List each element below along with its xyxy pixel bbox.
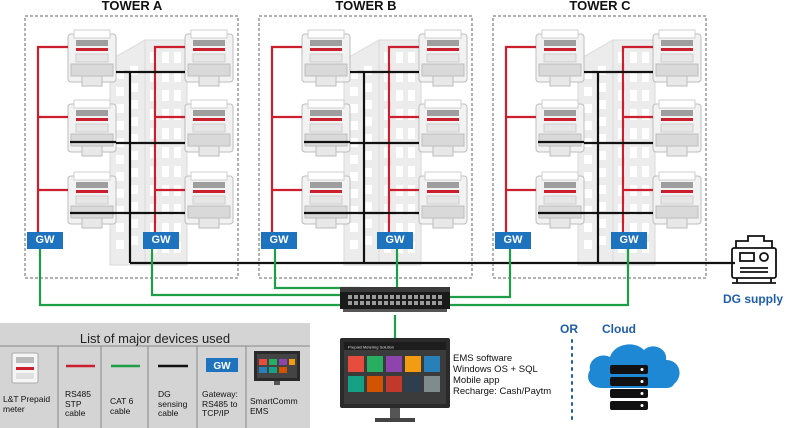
ems-line-4: Recharge: Cash/Paytm bbox=[453, 386, 552, 397]
dg-sensing-cable bbox=[70, 70, 735, 265]
legend-label-dg: DG sensing cable bbox=[158, 389, 188, 418]
ems-screen-title: Prepaid Metering Solution bbox=[348, 345, 394, 350]
legend-label-ems: SmartComm EMS bbox=[250, 396, 298, 416]
prepaid-meter bbox=[67, 99, 117, 157]
prepaid-meter bbox=[301, 171, 351, 229]
prepaid-meter bbox=[301, 29, 351, 87]
legend-gateway-swatch bbox=[206, 358, 238, 372]
cloud-server-icon bbox=[588, 344, 680, 410]
prepaid-meter bbox=[418, 171, 468, 229]
legend-label-meter: L&T Prepaid meter bbox=[3, 394, 51, 414]
ems-description: EMS software Windows OS + SQL Mobile app… bbox=[453, 353, 551, 397]
legend-title: List of major devices used bbox=[79, 331, 231, 346]
prepaid-meter bbox=[652, 171, 702, 229]
legend-label-gateway: Gateway: RS485 to TCP/IP bbox=[202, 389, 238, 418]
prepaid-meter bbox=[418, 99, 468, 157]
gateway-a1: GW bbox=[27, 232, 63, 249]
legend-gateway-text: GW bbox=[213, 361, 231, 372]
tower-c-boundary bbox=[492, 15, 707, 279]
tower-b-boundary bbox=[258, 15, 473, 279]
legend-ems-monitor-icon bbox=[254, 351, 300, 385]
prepaid-meter bbox=[535, 29, 585, 87]
prepaid-meter bbox=[67, 29, 117, 87]
ems-monitor: Prepaid Metering Solution bbox=[340, 338, 450, 422]
gateway-a2: GW bbox=[143, 232, 179, 249]
tower-a-title: TOWER A bbox=[101, 0, 163, 13]
or-label: OR bbox=[560, 322, 578, 336]
prepaid-meter bbox=[184, 29, 234, 87]
prepaid-meter bbox=[535, 99, 585, 157]
cat6-cable bbox=[38, 249, 630, 340]
prepaid-meter bbox=[535, 171, 585, 229]
gateway-c2: GW bbox=[611, 232, 647, 249]
legend-label-rs485: RS485 STP cable bbox=[65, 389, 91, 418]
tower-c-title: TOWER C bbox=[569, 0, 631, 13]
ems-line-2: Windows OS + SQL bbox=[453, 364, 538, 375]
dg-generator-icon bbox=[726, 235, 777, 284]
prepaid-meter bbox=[67, 171, 117, 229]
prepaid-meter bbox=[184, 99, 234, 157]
legend-label-cat6: CAT 6 cable bbox=[110, 396, 134, 416]
gateway-c1: GW bbox=[495, 232, 531, 249]
tower-a-boundary bbox=[24, 15, 239, 279]
prepaid-meter bbox=[652, 29, 702, 87]
tower-b-title: TOWER B bbox=[335, 0, 397, 13]
rs485-cable bbox=[36, 45, 653, 232]
cloud-label: Cloud bbox=[602, 322, 636, 336]
prepaid-meter bbox=[301, 99, 351, 157]
prepaid-meter bbox=[652, 99, 702, 157]
ems-line-1: EMS software bbox=[453, 353, 513, 364]
network-switch bbox=[340, 287, 450, 312]
gateway-b2: GW bbox=[377, 232, 413, 249]
legend-meter-icon bbox=[11, 352, 39, 384]
prepaid-meter bbox=[418, 29, 468, 87]
legend-swatches: GW bbox=[0, 345, 310, 428]
dg-supply-label: DG supply bbox=[723, 292, 784, 306]
prepaid-meter bbox=[184, 171, 234, 229]
gateway-b1: GW bbox=[261, 232, 297, 249]
ems-line-3: Mobile app bbox=[453, 375, 500, 386]
